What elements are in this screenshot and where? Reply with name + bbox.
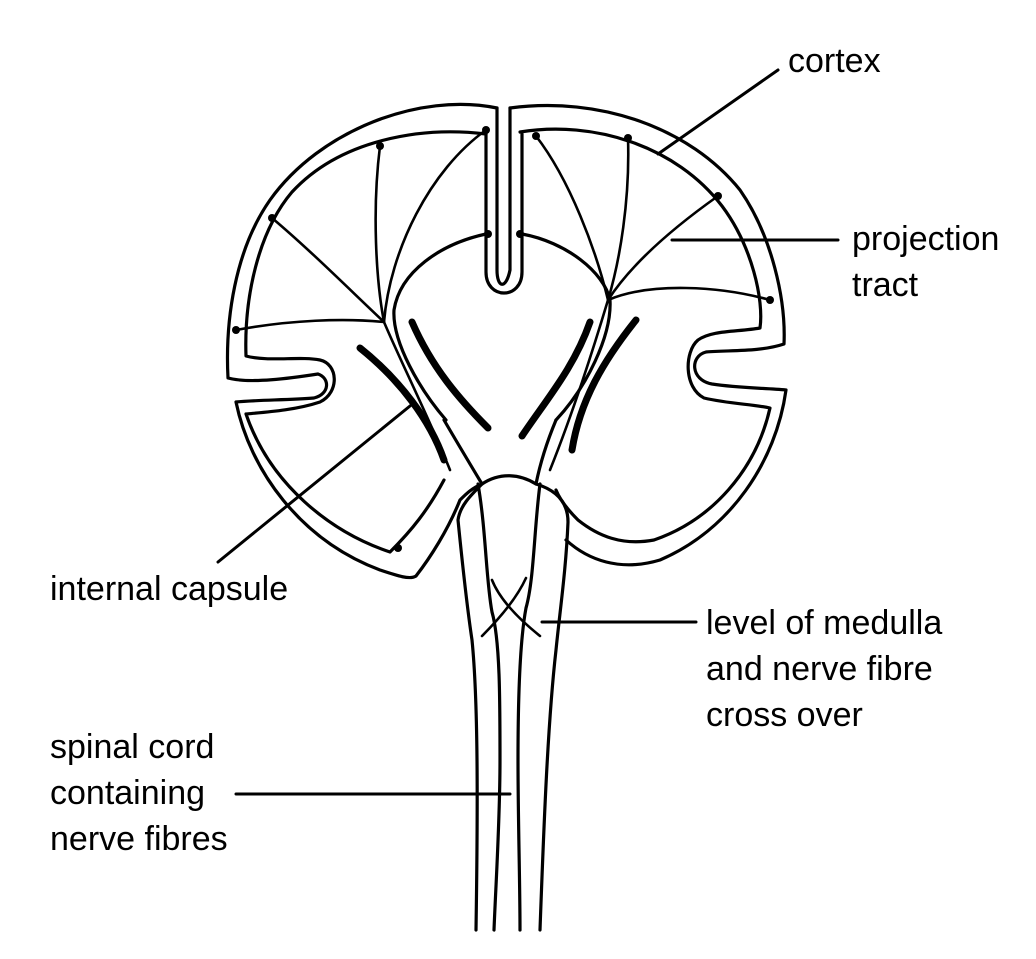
- label-spinal-line-2: containing: [50, 774, 206, 812]
- label-projection-line-2: tract: [852, 266, 919, 304]
- brain-outline-right: [508, 103, 788, 567]
- central-fissure: [392, 106, 612, 422]
- label-medulla: level of medulla and nerve fibre cross o…: [706, 600, 942, 738]
- brain-outline-left: [225, 102, 499, 580]
- leader-internal-capsule: [216, 404, 412, 564]
- label-medulla-line-3: cross over: [706, 696, 863, 734]
- nerve-fibre-crossover: [480, 576, 542, 638]
- label-spinal-line-1: spinal cord: [50, 728, 215, 766]
- projection-fibres-left: [232, 126, 492, 472]
- label-projection-line-1: projection: [852, 220, 1000, 258]
- label-cortex: cortex: [788, 42, 881, 80]
- label-medulla-line-1: level of medulla: [706, 604, 943, 642]
- brainstem-spinal-cord: [442, 418, 570, 932]
- label-spinal-line-3: nerve fibres: [50, 820, 228, 858]
- label-projection-tract: projection tract: [852, 216, 999, 308]
- internal-capsule-arcs: [356, 316, 640, 464]
- label-medulla-line-2: and nerve fibre: [706, 650, 933, 688]
- leader-lines: [216, 68, 840, 796]
- leader-cortex: [656, 68, 780, 156]
- projection-fibres-right: [394, 132, 774, 552]
- label-spinal-cord: spinal cord containing nerve fibres: [50, 724, 228, 862]
- label-internal-capsule: internal capsule: [50, 570, 289, 608]
